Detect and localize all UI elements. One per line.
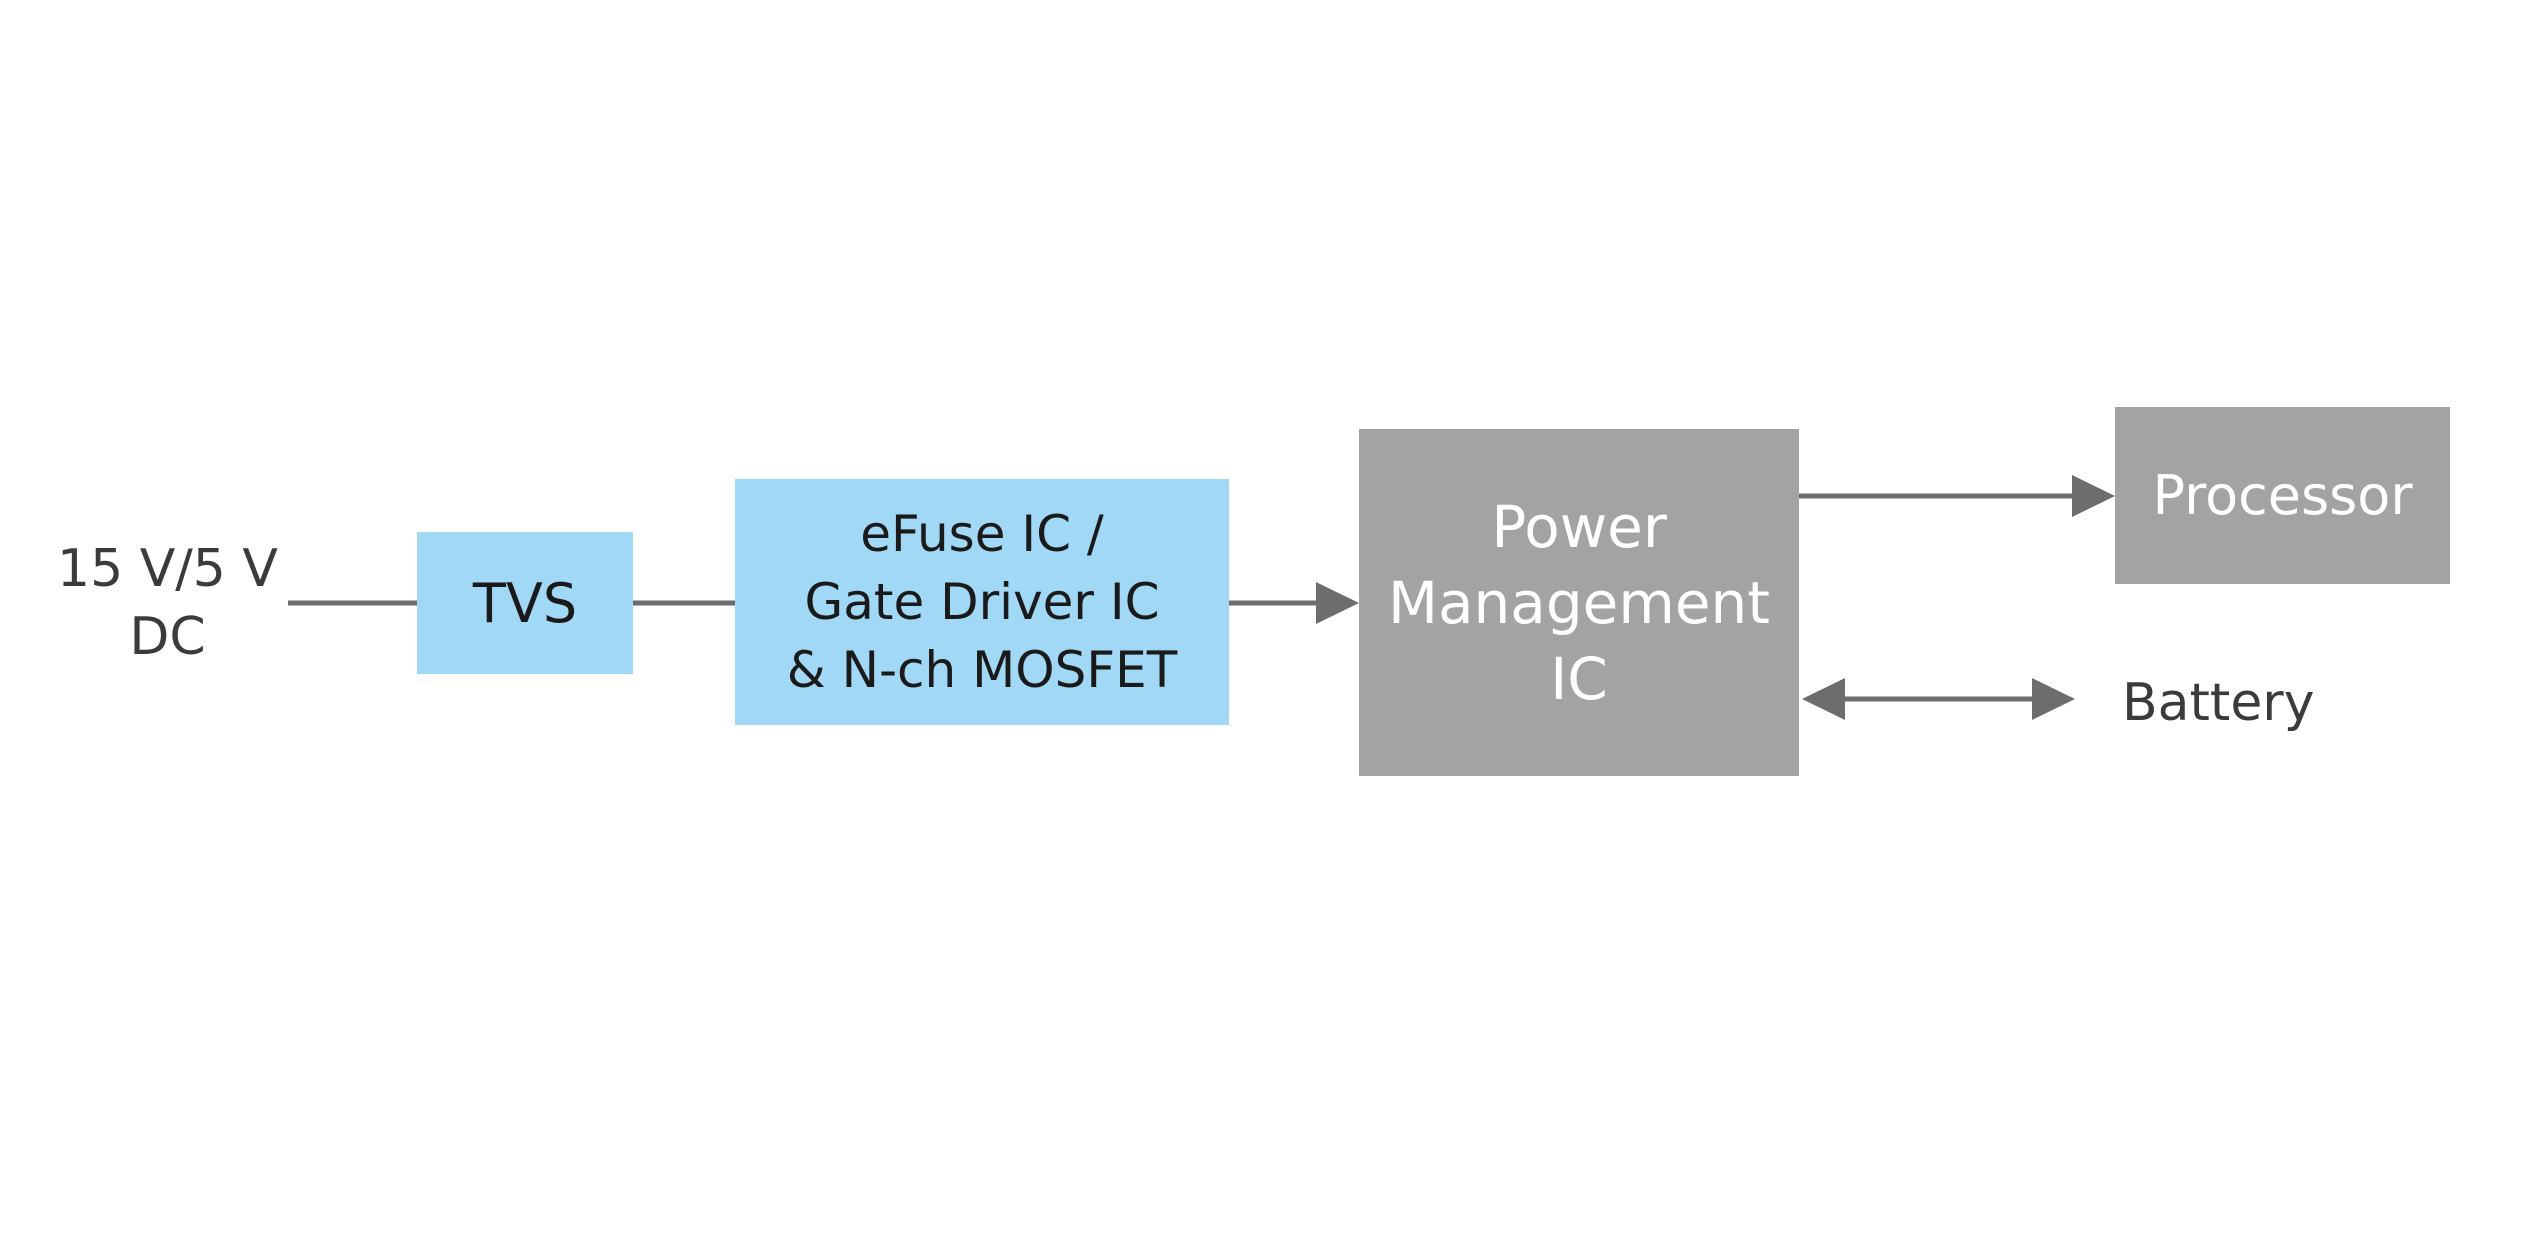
efuse-gate-driver-block: eFuse IC / Gate Driver IC & N-ch MOSFET xyxy=(735,479,1229,725)
tvs-block-label: TVS xyxy=(472,571,578,635)
processor-block: Processor xyxy=(2115,407,2450,584)
arrowhead-to-pmic xyxy=(1316,582,1359,624)
input-voltage-line1: 15 V/5 V xyxy=(57,539,278,599)
battery-label: Battery xyxy=(2122,673,2315,733)
processor-block-label: Processor xyxy=(2152,464,2413,527)
input-voltage-line2: DC xyxy=(129,607,206,667)
arrowhead-to-pmic-from-battery xyxy=(1802,678,1845,720)
efuse-block-line3: & N-ch MOSFET xyxy=(786,641,1178,699)
efuse-block-line1: eFuse IC / xyxy=(860,505,1104,563)
input-voltage-label: 15 V/5 V DC xyxy=(40,535,295,671)
pmic-block-line3: IC xyxy=(1550,644,1608,713)
tvs-block: TVS xyxy=(417,532,633,674)
arrowhead-to-processor xyxy=(2072,475,2115,517)
efuse-block-line2: Gate Driver IC xyxy=(804,573,1160,631)
pmic-block-line1: Power xyxy=(1491,492,1667,561)
pmic-block-line2: Management xyxy=(1387,568,1771,637)
arrowhead-to-battery xyxy=(2032,678,2075,720)
power-management-ic-block: Power Management IC xyxy=(1359,429,1799,776)
